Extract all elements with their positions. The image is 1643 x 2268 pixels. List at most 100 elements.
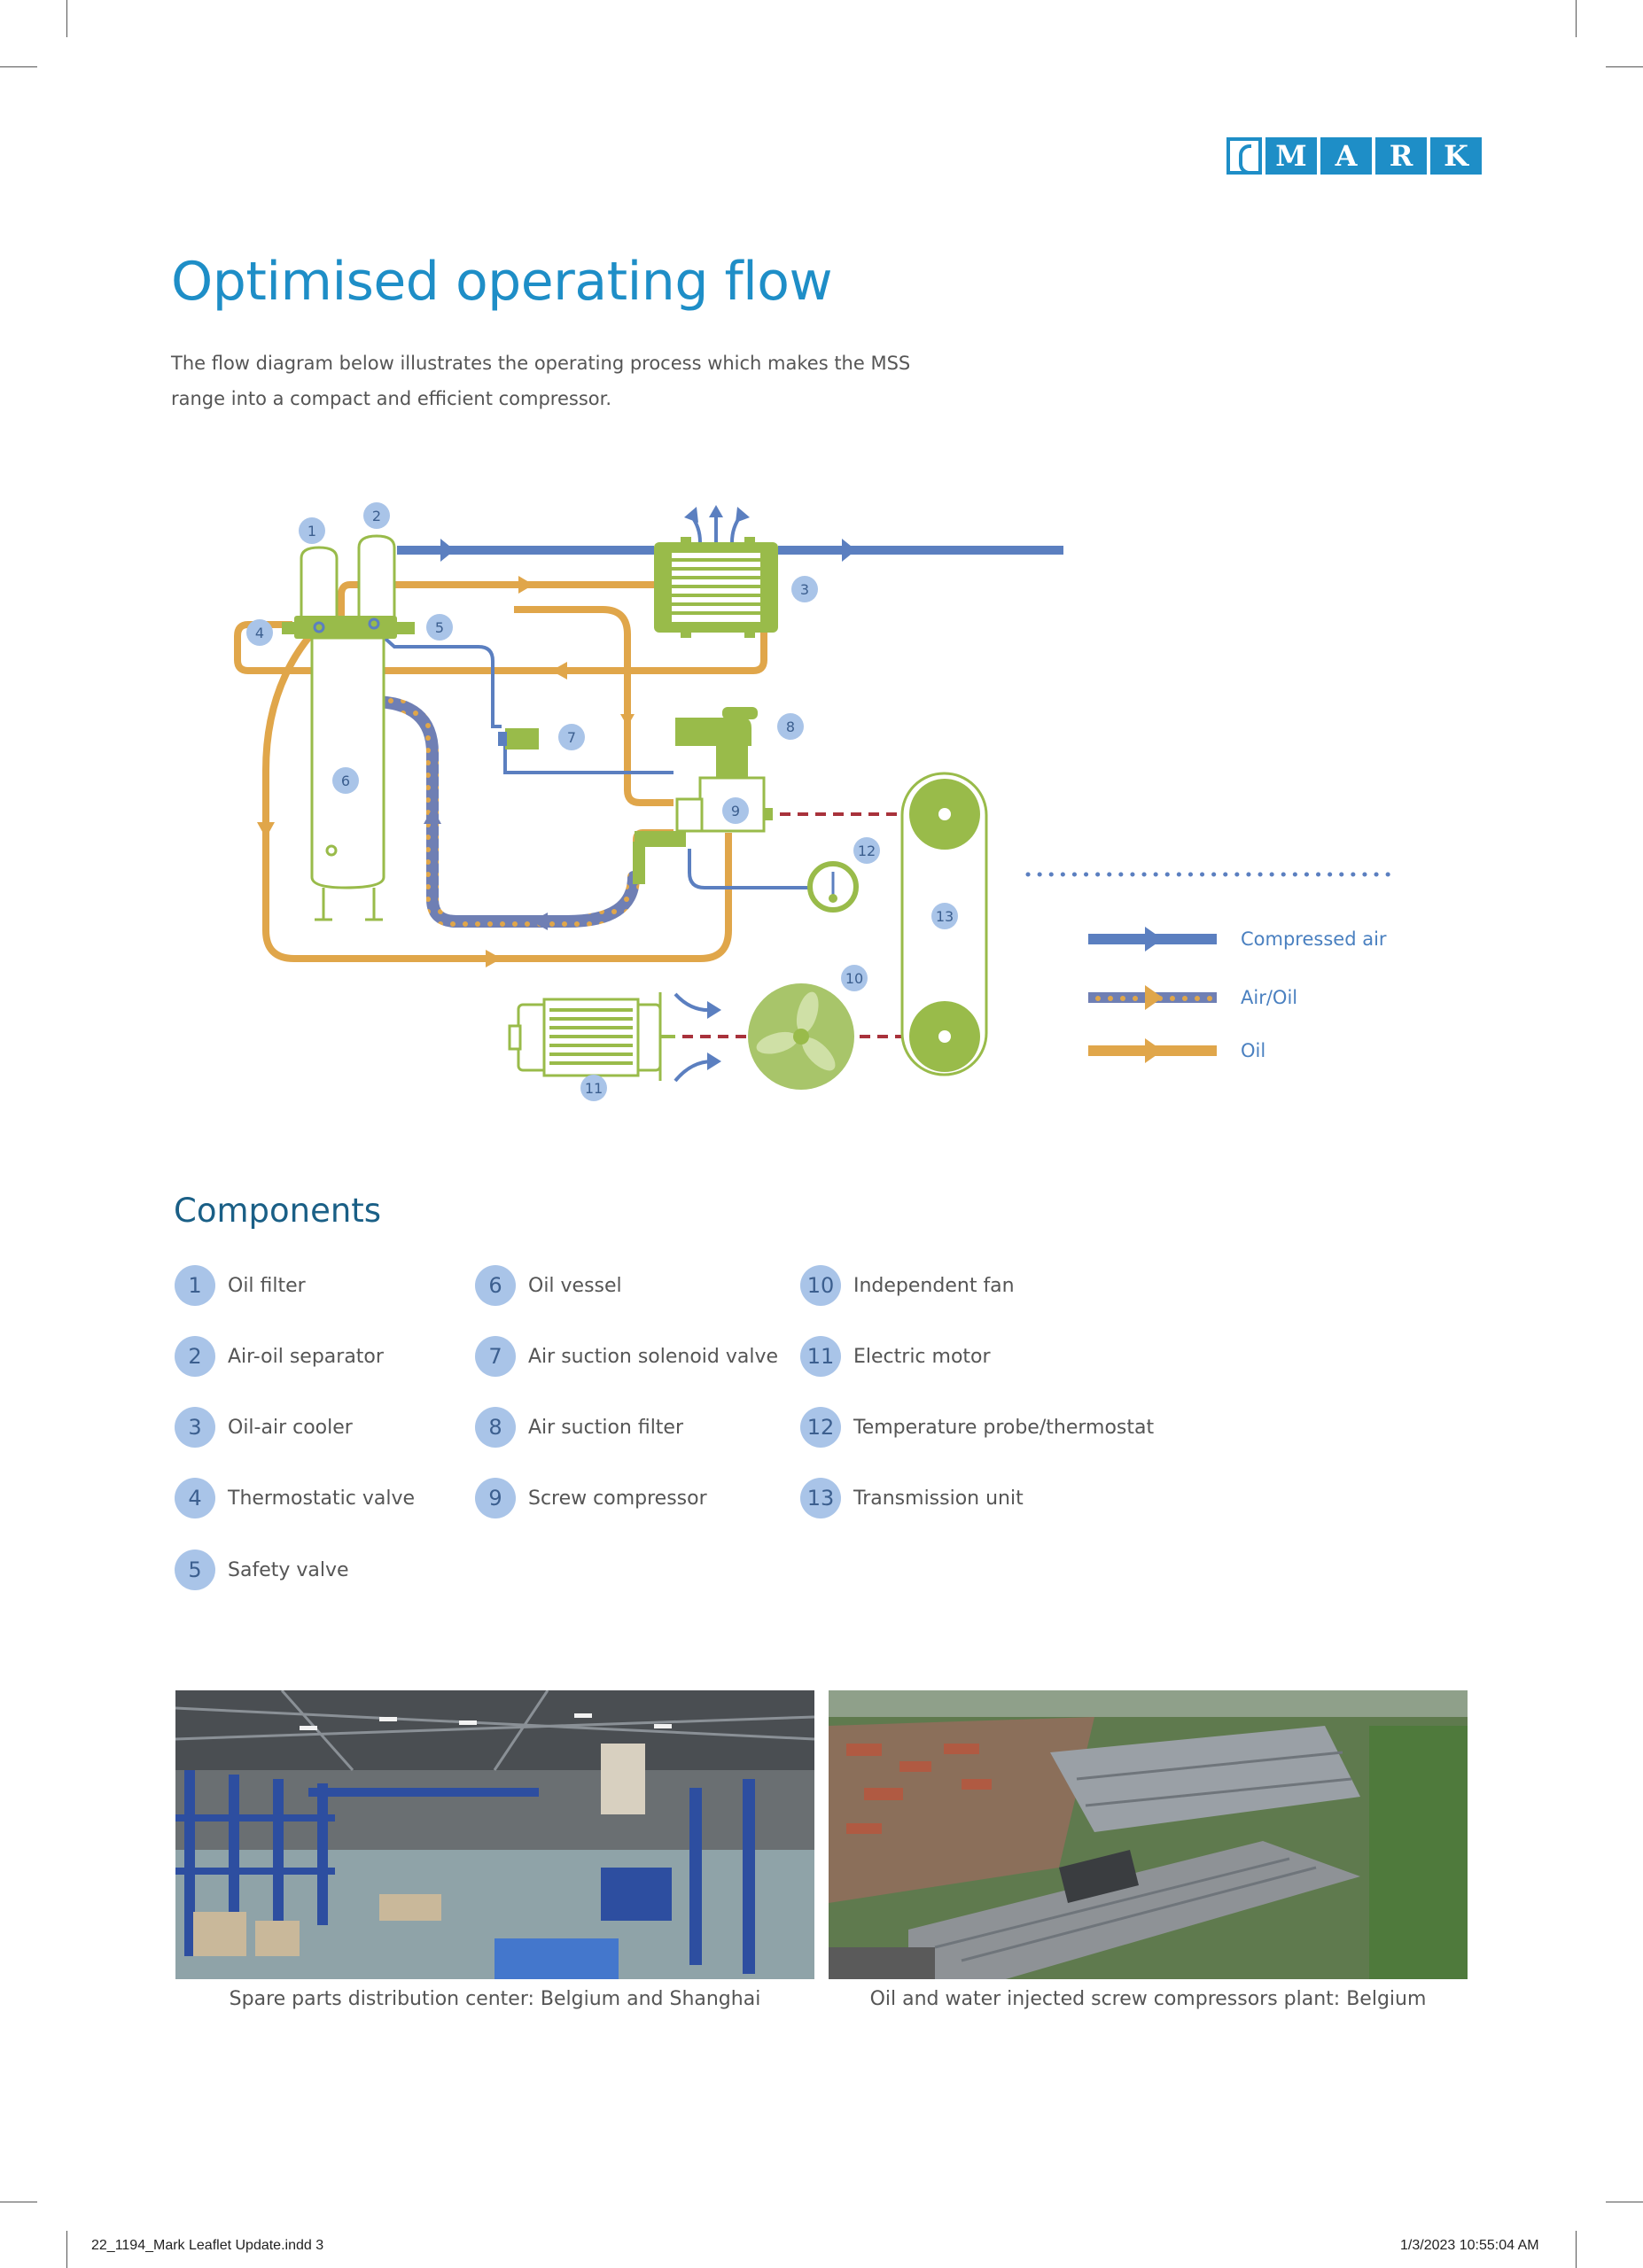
callout-number: 1 — [308, 523, 316, 540]
component-number: 5 — [175, 1550, 215, 1590]
crop-mark — [1576, 0, 1577, 37]
component-label: Screw compressor — [528, 1487, 707, 1510]
component-number: 9 — [475, 1478, 516, 1518]
flow-diagram: 1 2 3 4 5 6 7 8 9 10 11 12 13 Compressed… — [234, 502, 1398, 1101]
callout-6: 6 — [332, 767, 359, 794]
component-item: 2 Air-oil separator — [175, 1335, 384, 1378]
component-label: Oil-air cooler — [228, 1416, 353, 1439]
callout-number: 6 — [341, 773, 350, 789]
component-item: 13 Transmission unit — [800, 1477, 1024, 1519]
warehouse-illustration — [175, 1690, 814, 1979]
crop-mark — [1606, 66, 1643, 67]
component-number: 11 — [800, 1336, 841, 1377]
callout-number: 9 — [731, 803, 740, 819]
component-label: Air suction solenoid valve — [528, 1345, 779, 1368]
component-label: Electric motor — [853, 1345, 991, 1368]
callout-number: 12 — [858, 843, 876, 859]
air-oil-arrow — [532, 913, 548, 930]
component-item: 10 Independent fan — [800, 1264, 1015, 1307]
component-label: Independent fan — [853, 1274, 1015, 1297]
crop-mark — [66, 0, 67, 37]
component-label: Air suction filter — [528, 1416, 684, 1439]
component-item: 3 Oil-air cooler — [175, 1406, 353, 1449]
component-label: Oil vessel — [528, 1274, 622, 1297]
component-number: 2 — [175, 1336, 215, 1377]
logo-bracket — [1226, 137, 1262, 175]
component-label: Temperature probe/thermostat — [853, 1416, 1155, 1439]
logo-letter: R — [1375, 137, 1427, 175]
callout-11: 11 — [580, 1075, 607, 1101]
temperature-probe — [807, 861, 859, 913]
crop-mark — [66, 2231, 67, 2268]
callout-3: 3 — [791, 576, 818, 602]
component-label: Safety valve — [228, 1558, 349, 1581]
legend-label: Air/Oil — [1241, 987, 1297, 1008]
compressed-air-line — [397, 539, 1063, 562]
callout-number: 7 — [567, 729, 576, 746]
component-item: 6 Oil vessel — [475, 1264, 622, 1307]
legend: Compressed air Air/Oil Oil — [1088, 927, 1387, 1063]
component-item: 1 Oil filter — [175, 1264, 306, 1307]
callout-number: 2 — [372, 508, 381, 524]
callouts: 1 2 3 4 5 6 7 8 9 10 11 12 13 — [246, 502, 958, 1101]
component-number: 1 — [175, 1265, 215, 1306]
page-title: Optimised operating flow — [171, 251, 833, 313]
solenoid-valve — [498, 728, 539, 750]
intro-line: The flow diagram below illustrates the o… — [171, 353, 911, 374]
component-number: 8 — [475, 1407, 516, 1448]
electric-motor — [508, 992, 675, 1081]
crop-mark — [0, 66, 37, 67]
logo-letter: K — [1430, 137, 1482, 175]
callout-number: 11 — [585, 1080, 603, 1097]
component-item: 5 Safety valve — [175, 1549, 349, 1591]
cooler-exhaust-arrows — [684, 505, 750, 543]
component-item: 4 Thermostatic valve — [175, 1477, 415, 1519]
callout-number: 13 — [936, 908, 954, 925]
callout-9: 9 — [722, 797, 749, 824]
intro-line: range into a compact and efficient compr… — [171, 388, 611, 409]
callout-12: 12 — [853, 837, 880, 864]
oil-air-cooler — [654, 537, 778, 638]
component-item: 8 Air suction filter — [475, 1406, 683, 1449]
mark-logo: M A R K — [1226, 137, 1482, 175]
component-number: 10 — [800, 1265, 841, 1306]
callout-number: 5 — [435, 619, 444, 636]
callout-10: 10 — [841, 965, 868, 991]
independent-fan — [748, 983, 854, 1090]
oil-arrows — [257, 576, 635, 967]
legend-compressed-air: Compressed air — [1088, 927, 1387, 951]
callout-number: 4 — [255, 625, 264, 641]
component-label: Air-oil separator — [228, 1345, 384, 1368]
component-item: 11 Electric motor — [800, 1335, 991, 1378]
callout-1: 1 — [299, 517, 325, 544]
footer-filename: 22_1194_Mark Leaflet Update.indd 3 — [91, 2238, 324, 2253]
fan-airflow-arrows — [674, 992, 721, 1083]
component-label: Oil filter — [228, 1274, 306, 1297]
component-item: 9 Screw compressor — [475, 1477, 707, 1519]
valve-manifold — [282, 616, 415, 639]
callout-8: 8 — [777, 713, 804, 740]
photo-caption: Spare parts distribution center: Belgium… — [229, 1988, 761, 2010]
warehouse-photo — [175, 1690, 814, 1979]
crop-mark — [1576, 2231, 1577, 2268]
photo-caption: Oil and water injected screw compressors… — [869, 1988, 1427, 2010]
screw-compressor — [633, 776, 773, 884]
callout-2: 2 — [363, 502, 390, 529]
callout-13: 13 — [931, 903, 958, 929]
component-item: 7 Air suction solenoid valve — [475, 1335, 778, 1378]
component-number: 7 — [475, 1336, 516, 1377]
legend-label: Oil — [1241, 1040, 1265, 1061]
intro-text: The flow diagram below illustrates the o… — [171, 346, 969, 416]
factory-illustration — [829, 1690, 1468, 1979]
oil-vessel — [300, 534, 396, 921]
components-title: Components — [174, 1192, 382, 1230]
callout-number: 8 — [786, 718, 795, 735]
callout-7: 7 — [558, 724, 585, 750]
legend-label: Compressed air — [1241, 928, 1387, 950]
component-number: 13 — [800, 1478, 841, 1518]
component-number: 4 — [175, 1478, 215, 1518]
air-oil-arrow — [424, 808, 441, 824]
callout-number: 3 — [800, 581, 809, 598]
logo-letter: M — [1265, 137, 1317, 175]
component-item: 12 Temperature probe/thermostat — [800, 1406, 1154, 1449]
